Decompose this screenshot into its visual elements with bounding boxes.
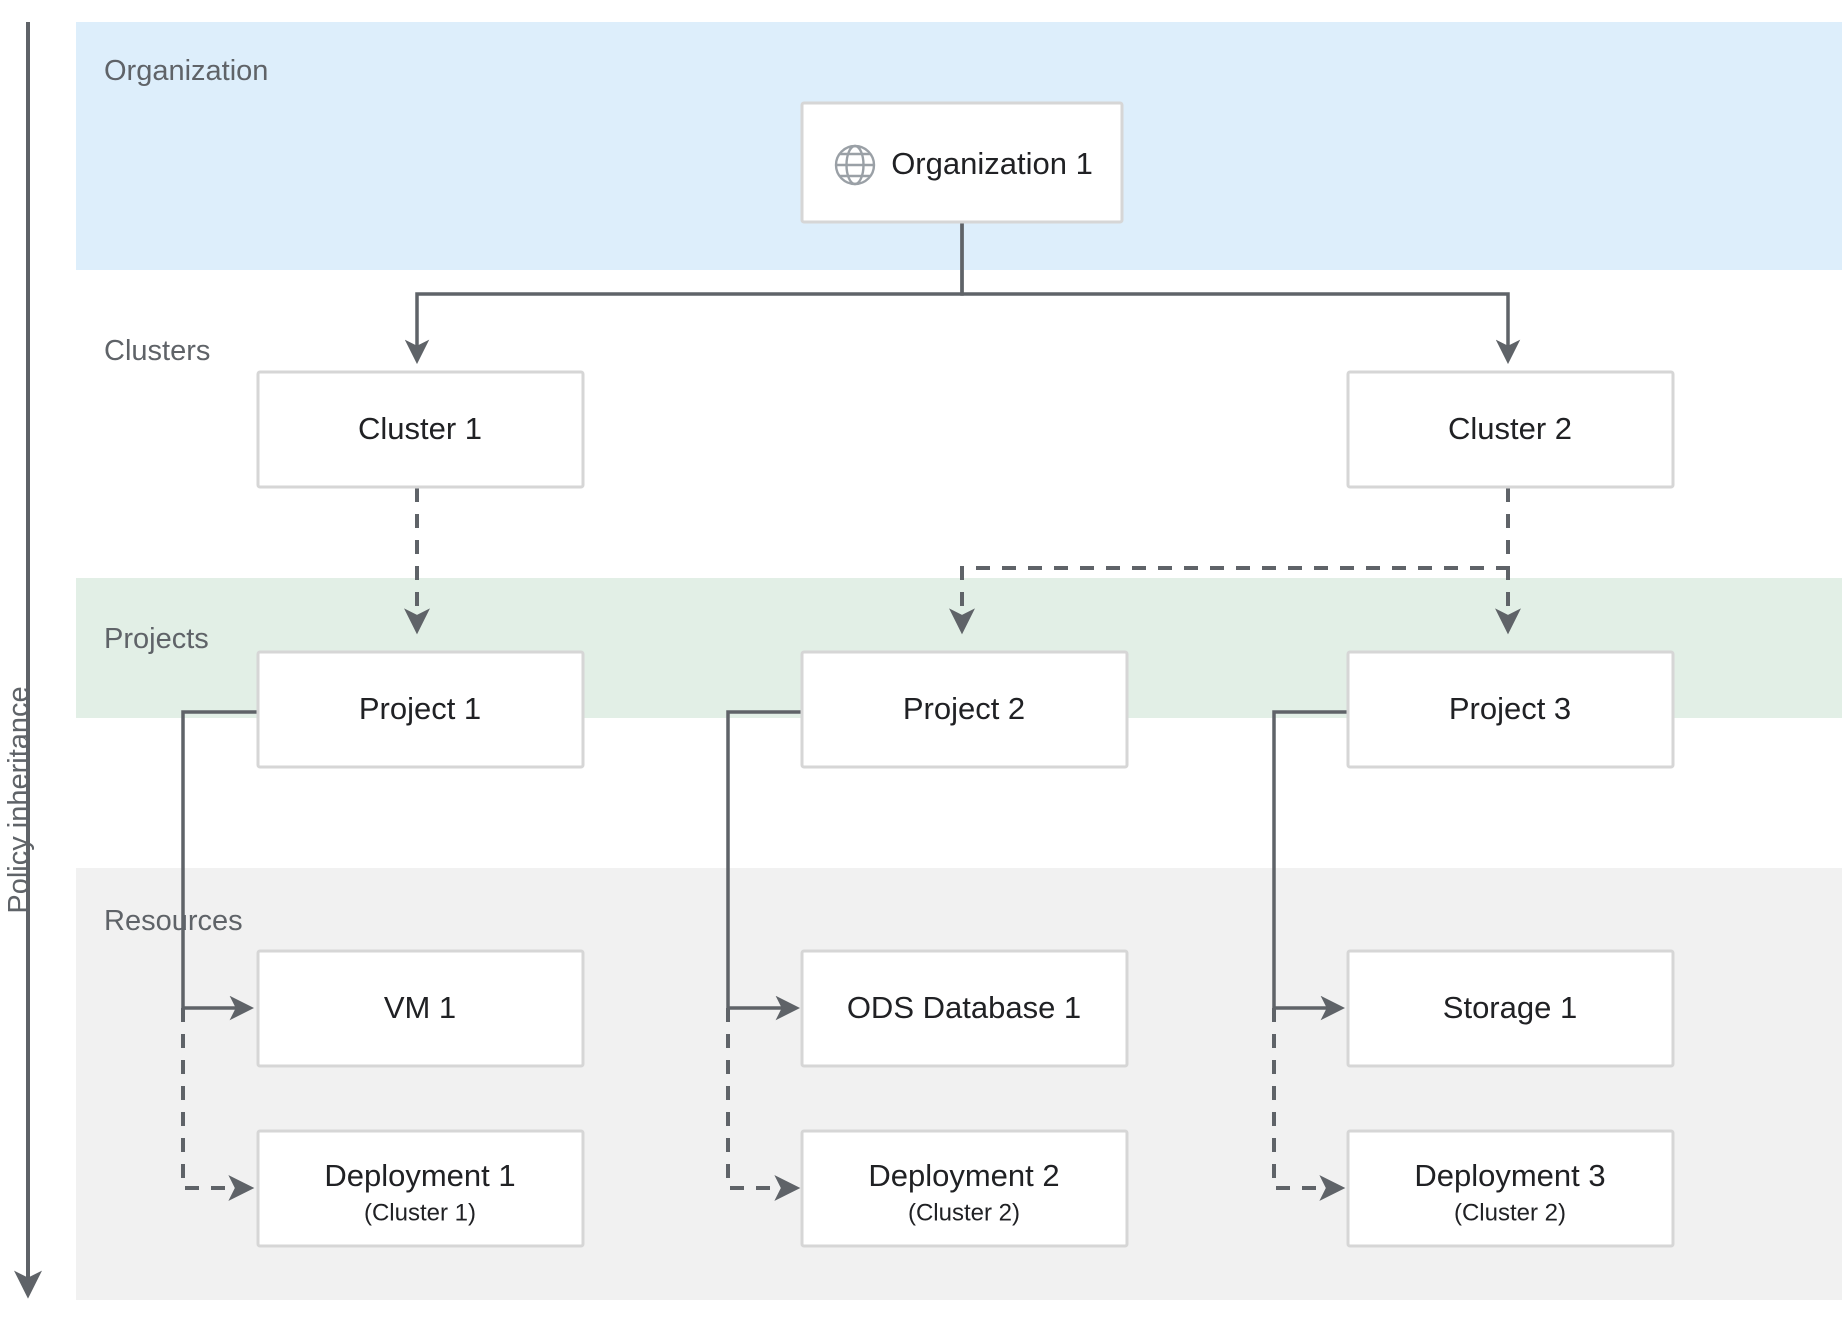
node-deployment-1[interactable]: Deployment 1 (Cluster 1) [256,1129,585,1248]
node-ods-database-1-label: ODS Database 1 [847,990,1081,1025]
edge-organization-to-cluster-2 [960,222,1521,365]
edge-project-2-to-ods-database-1 [726,710,802,1021]
node-deployment-2-box[interactable] [800,1129,1129,1248]
node-project-2-box[interactable] [800,650,1129,769]
node-project-3-label: Project 3 [1449,691,1571,726]
node-storage-1-label: Storage 1 [1443,990,1577,1025]
globe-icon [834,144,876,186]
edge-project-2-to-deployment-2 [726,1008,801,1201]
node-vm-1[interactable]: VM 1 [256,949,585,1068]
node-deployment-2-label: Deployment 2 [868,1158,1059,1193]
node-project-2-label: Project 2 [903,691,1025,726]
node-deployment-1-box[interactable] [256,1129,585,1248]
node-vm-1-label: VM 1 [384,990,456,1025]
band-label-organization: Organization [104,55,268,87]
node-storage-1[interactable]: Storage 1 [1346,949,1675,1068]
band-label-projects: Projects [104,623,209,655]
policy-inheritance-axis: Policy inheritance [3,22,42,1299]
node-project-1-label: Project 1 [359,691,481,726]
edge-project-3-to-storage-1 [1272,710,1348,1021]
node-deployment-3-label: Deployment 3 [1414,1158,1605,1193]
band-label-clusters: Clusters [104,335,210,367]
node-ods-database-1[interactable]: ODS Database 1 [800,949,1129,1068]
node-project-3-box[interactable] [1346,650,1675,769]
node-deployment-2[interactable]: Deployment 2 (Cluster 2) [800,1129,1129,1248]
node-ods-database-1-box[interactable] [800,949,1129,1068]
node-organization-1-label: Organization 1 [891,146,1093,181]
node-cluster-2[interactable]: Cluster 2 [1346,370,1675,489]
node-project-1[interactable]: Project 1 [256,650,585,769]
edge-project-1-to-vm-1 [181,710,258,1021]
node-cluster-1-label: Cluster 1 [358,411,482,446]
edge-project-3-to-deployment-3 [1272,1008,1346,1201]
node-deployment-1-label: Deployment 1 [324,1158,515,1193]
node-deployment-3-sublabel: (Cluster 2) [1454,1199,1566,1226]
node-cluster-2-box[interactable] [1346,370,1675,489]
node-deployment-1-sublabel: (Cluster 1) [364,1199,476,1226]
band-label-resources: Resources [104,905,243,937]
node-project-2[interactable]: Project 2 [800,650,1129,769]
node-cluster-1-box[interactable] [256,370,585,489]
node-cluster-2-label: Cluster 2 [1448,411,1572,446]
node-organization-1[interactable]: Organization 1 [800,101,1124,224]
node-organization-1-box[interactable] [800,101,1124,224]
node-project-3[interactable]: Project 3 [1346,650,1675,769]
node-storage-1-box[interactable] [1346,949,1675,1068]
edge-project-1-to-deployment-1 [181,1008,255,1201]
node-project-1-box[interactable] [256,650,585,769]
node-deployment-3-box[interactable] [1346,1129,1675,1248]
node-deployment-2-sublabel: (Cluster 2) [908,1199,1020,1226]
node-cluster-1[interactable]: Cluster 1 [256,370,585,489]
node-deployment-3[interactable]: Deployment 3 (Cluster 2) [1346,1129,1675,1248]
policy-inheritance-label: Policy inheritance [3,686,35,913]
node-vm-1-box[interactable] [256,949,585,1068]
